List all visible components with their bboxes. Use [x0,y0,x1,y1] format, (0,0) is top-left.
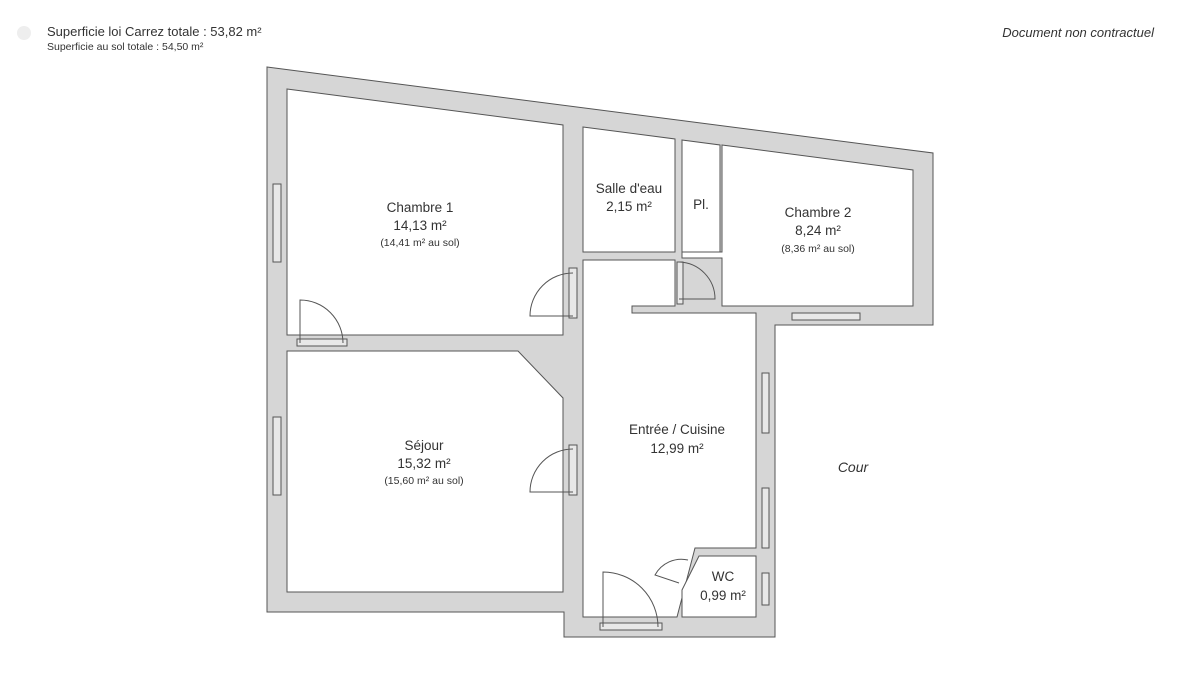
label-cour: Cour [838,459,870,475]
svg-text:(8,36 m² au sol): (8,36 m² au sol) [781,243,855,255]
svg-text:Chambre 2: Chambre 2 [785,205,852,220]
windows [272,183,861,631]
room-placard [681,139,721,253]
agency-logo [17,26,31,40]
room-chambre-2 [681,144,914,307]
disclaimer: Document non contractuel [1002,25,1154,40]
room-entree-cuisine [582,259,757,618]
svg-text:(15,60 m² au sol): (15,60 m² au sol) [384,475,463,487]
svg-text:2,15 m²: 2,15 m² [606,199,652,214]
label-entree-cuisine: Entrée / Cuisine 12,99 m² [629,422,725,456]
svg-text:Chambre 1: Chambre 1 [387,200,454,215]
label-salle-deau: Salle d'eau 2,15 m² [596,181,662,214]
surface-summary: Superficie loi Carrez totale : 53,82 m² … [47,24,262,54]
svg-text:(14,41 m² au sol): (14,41 m² au sol) [380,237,459,249]
carrez-total: Superficie loi Carrez totale : 53,82 m² [47,24,262,39]
svg-text:Séjour: Séjour [404,438,444,453]
svg-text:Entrée / Cuisine: Entrée / Cuisine [629,422,725,437]
label-chambre-2: Chambre 2 8,24 m² (8,36 m² au sol) [781,205,855,255]
label-sejour: Séjour 15,32 m² (15,60 m² au sol) [384,438,463,487]
svg-text:8,24 m²: 8,24 m² [795,223,841,238]
svg-text:15,32 m²: 15,32 m² [397,456,451,471]
label-placard: Pl. [693,197,709,212]
svg-text:WC: WC [712,569,735,584]
label-wc: WC 0,99 m² [700,569,746,603]
svg-text:12,99 m²: 12,99 m² [650,441,704,456]
room-salle-deau [582,126,676,253]
room-wc [681,555,757,618]
room-chambre-1 [286,88,564,336]
svg-text:0,99 m²: 0,99 m² [700,588,746,603]
label-chambre-1: Chambre 1 14,13 m² (14,41 m² au sol) [380,200,459,249]
svg-text:Salle d'eau: Salle d'eau [596,181,662,196]
svg-text:Pl.: Pl. [693,197,709,212]
svg-text:14,13 m²: 14,13 m² [393,218,447,233]
doors [299,261,716,628]
floor-total: Superficie au sol totale : 54,50 m² [47,41,204,53]
room-sejour [286,350,564,593]
